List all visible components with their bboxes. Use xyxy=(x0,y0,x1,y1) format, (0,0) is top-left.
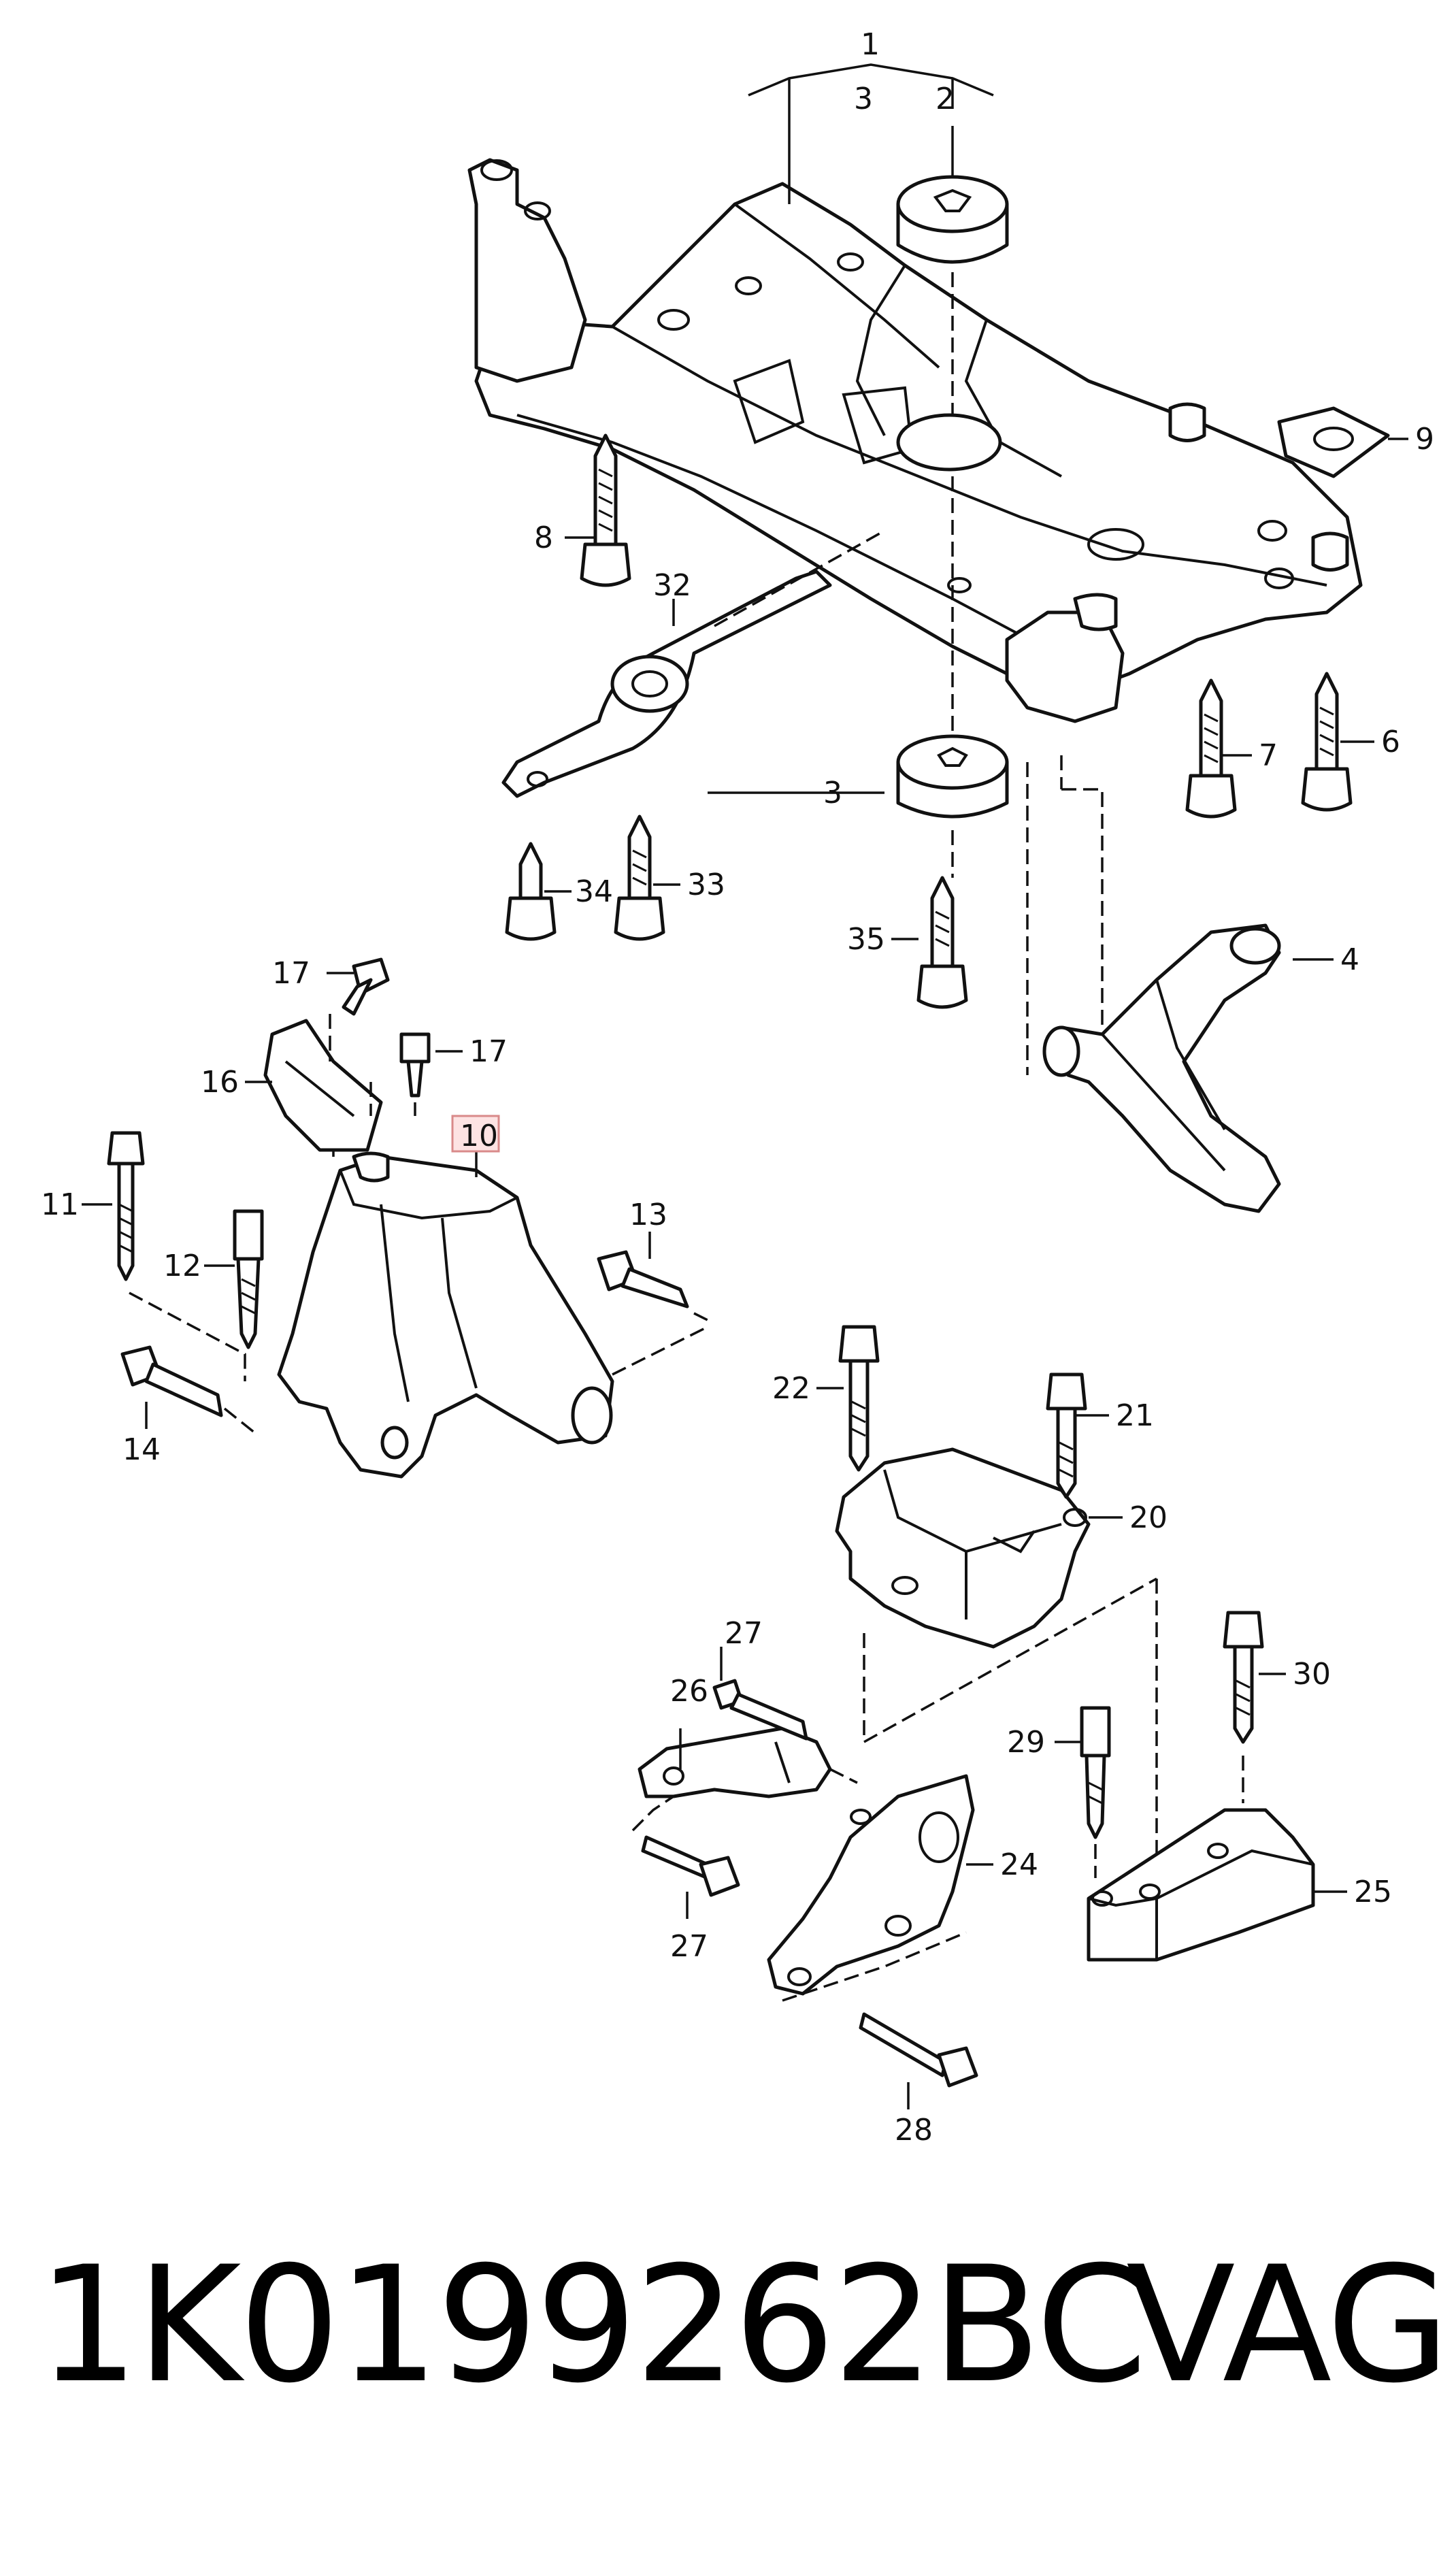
bolt-27a xyxy=(712,1679,808,1741)
callout-6: 6 xyxy=(1381,725,1400,759)
engine-mount xyxy=(277,1102,614,1479)
bracket-26 xyxy=(638,1726,858,1798)
callout-22: 22 xyxy=(772,1371,810,1406)
bolt-14 xyxy=(120,1345,223,1417)
callout-9: 9 xyxy=(1415,422,1434,457)
callout-20: 20 xyxy=(1129,1500,1168,1535)
callout-10: 10 xyxy=(460,1119,498,1153)
heat-shield xyxy=(263,1019,383,1152)
torque-rod xyxy=(501,529,885,798)
callout-1: 1 xyxy=(861,27,880,62)
callout-13: 13 xyxy=(629,1198,667,1232)
bolt-17a xyxy=(342,957,390,1016)
callout-25: 25 xyxy=(1354,1875,1392,1909)
callout-21: 21 xyxy=(1116,1398,1154,1433)
callout-32: 32 xyxy=(653,568,691,603)
callout-33: 33 xyxy=(687,868,725,902)
bolt-7 xyxy=(1185,678,1237,819)
wishbone xyxy=(1026,755,1281,1213)
callout-29: 29 xyxy=(1007,1725,1045,1760)
bolt-13 xyxy=(597,1250,708,1321)
bolt-28 xyxy=(859,2012,978,2088)
bracket-25 xyxy=(1087,1808,1315,1962)
callout-16: 16 xyxy=(201,1065,239,1100)
bracket-24 xyxy=(767,1774,975,2002)
callout-34: 34 xyxy=(575,874,613,909)
callout-26: 26 xyxy=(670,1674,708,1709)
callout-28: 28 xyxy=(895,2113,933,2148)
bolt-22 xyxy=(838,1325,880,1472)
bolt-12 xyxy=(233,1209,264,1349)
callout-3: 3 xyxy=(823,776,842,810)
callout-17a: 17 xyxy=(272,956,310,991)
callout-14: 14 xyxy=(122,1432,161,1467)
bolt-34 xyxy=(505,842,557,941)
callout-27b: 27 xyxy=(670,1929,708,1964)
callout-4: 4 xyxy=(1340,942,1359,977)
subframe-bush xyxy=(896,413,1002,472)
bolt-21 xyxy=(1046,1372,1087,1499)
callout-30: 30 xyxy=(1293,1657,1331,1692)
bolt-6 xyxy=(1301,672,1353,812)
callout-17b: 17 xyxy=(469,1034,508,1069)
gearbox-mount xyxy=(835,1447,1158,1946)
bolt-8 xyxy=(580,433,631,587)
lower-bush xyxy=(896,734,1009,819)
callout-8: 8 xyxy=(534,521,553,555)
callout-35: 35 xyxy=(847,922,885,957)
callout-11: 11 xyxy=(41,1187,79,1222)
callout-12: 12 xyxy=(163,1249,201,1283)
bolt-35 xyxy=(916,876,968,1009)
brand-name: VAG xyxy=(1126,2233,1450,2418)
callout-3-top: 3 xyxy=(854,82,873,116)
bolt-33 xyxy=(614,815,665,941)
bolt-17b xyxy=(399,1032,431,1098)
callout-7: 7 xyxy=(1259,738,1278,773)
upper-bush xyxy=(896,175,1009,264)
callout-27a: 27 xyxy=(725,1616,763,1651)
highlight-box-10 xyxy=(451,1115,500,1153)
bolt-29 xyxy=(1080,1706,1111,1878)
washer-plate xyxy=(1277,406,1390,478)
callout-24: 24 xyxy=(1000,1847,1038,1882)
part-number: 1K0199262BC xyxy=(37,2233,1147,2418)
callout-2: 2 xyxy=(936,82,955,116)
bolt-30 xyxy=(1223,1611,1264,1803)
bolt-11 xyxy=(107,1131,145,1281)
bolt-27b xyxy=(631,1795,740,1897)
